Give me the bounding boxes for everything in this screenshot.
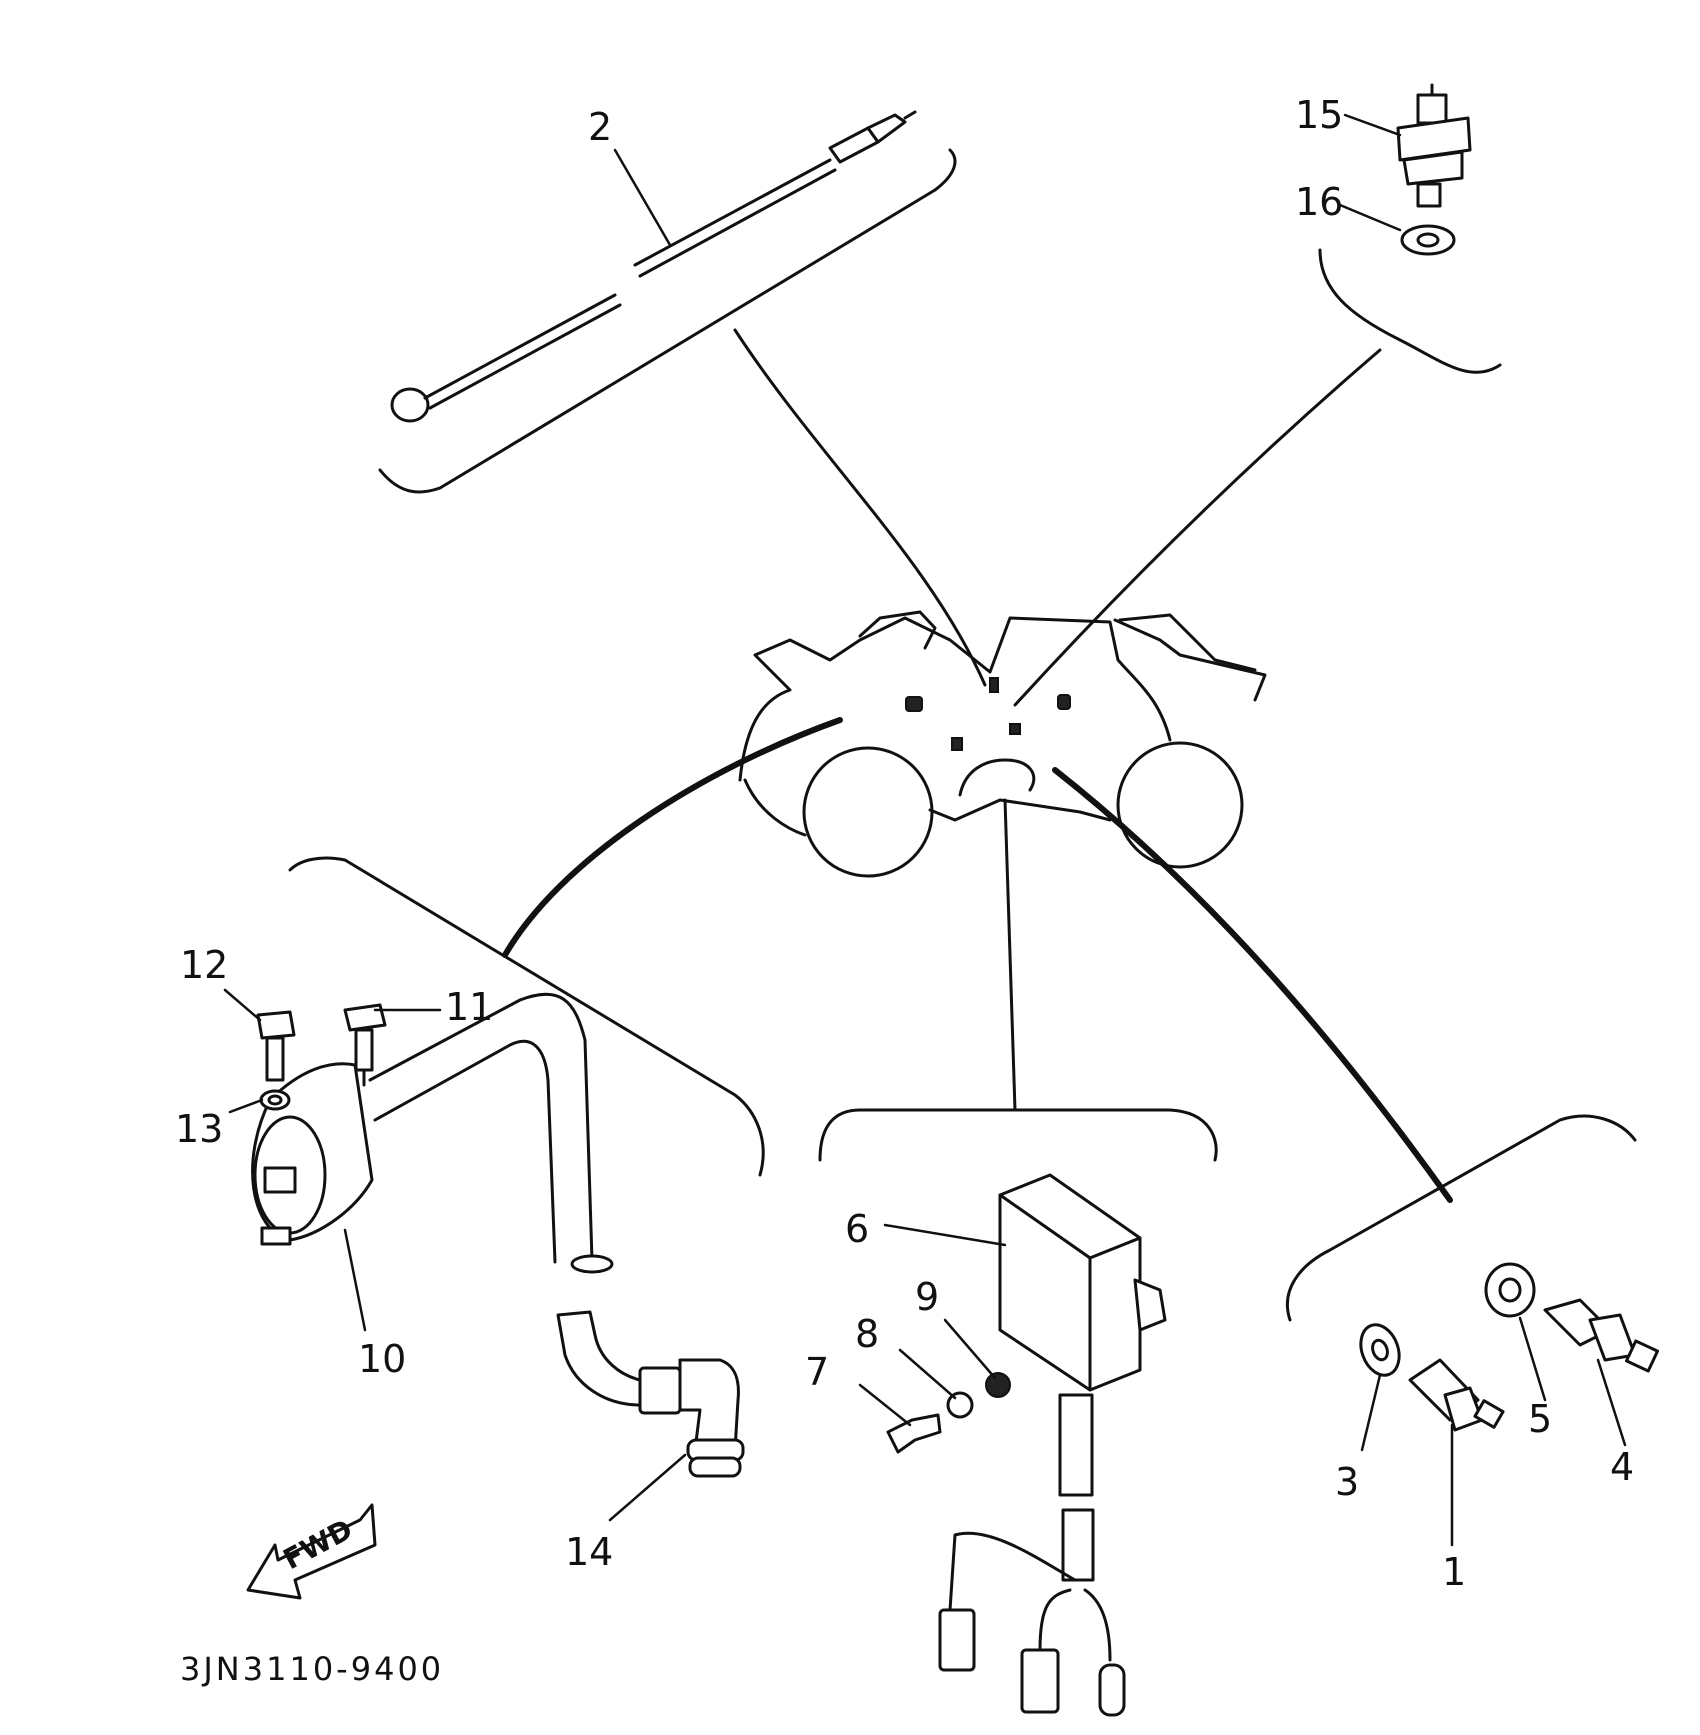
part-9-nut <box>985 1372 1011 1398</box>
callout-14: 14 <box>565 1530 613 1574</box>
callout-10: 10 <box>358 1337 406 1381</box>
callout-3: 3 <box>1335 1460 1359 1504</box>
connector-lines <box>502 328 1453 1203</box>
part-10-canister <box>251 992 614 1274</box>
callout-15: 15 <box>1295 93 1343 137</box>
callout-13: 13 <box>175 1107 223 1151</box>
panel-center-cdi <box>818 1108 1218 1162</box>
part-15-switch <box>1396 83 1472 208</box>
part-5-washer <box>1484 1262 1536 1318</box>
callout-6: 6 <box>845 1207 869 1251</box>
part-1-switch <box>1408 1358 1505 1432</box>
callout-2: 2 <box>588 105 612 149</box>
part-12-bolt <box>256 1010 296 1082</box>
callout-16: 16 <box>1295 180 1343 224</box>
fwd-arrow-icon: FWD <box>246 1503 377 1600</box>
part-16-washer <box>1400 224 1456 256</box>
callout-12: 12 <box>180 943 228 987</box>
callout-7: 7 <box>805 1350 829 1394</box>
callout-numbers: 2 15 16 12 11 13 10 14 6 7 8 9 3 1 5 4 <box>175 93 1634 1594</box>
callout-8: 8 <box>855 1312 879 1356</box>
callout-5: 5 <box>1528 1397 1552 1441</box>
diagram-code: 3JN3110-9400 <box>180 1650 444 1688</box>
panel-right-switches <box>1285 1114 1637 1322</box>
callout-11: 11 <box>445 985 493 1029</box>
part-6-cdi-unit <box>938 1173 1167 1717</box>
leader-lines <box>223 113 1627 1547</box>
callout-4: 4 <box>1610 1445 1634 1489</box>
panel-top-right-switch <box>1318 248 1502 374</box>
part-14-elbow <box>556 1310 745 1478</box>
part-7-bolt <box>886 1413 942 1454</box>
part-3-washer <box>1359 1323 1401 1377</box>
atv-outline <box>738 610 1267 878</box>
part-13-washer <box>259 1089 291 1111</box>
part-8-nut <box>946 1391 974 1419</box>
panel-top-cable <box>378 148 957 494</box>
panel-left-canister <box>288 856 765 1177</box>
part-4-switch <box>1543 1298 1660 1373</box>
part-2-cable <box>390 110 917 423</box>
callout-1: 1 <box>1442 1550 1466 1594</box>
callout-9: 9 <box>915 1275 939 1319</box>
